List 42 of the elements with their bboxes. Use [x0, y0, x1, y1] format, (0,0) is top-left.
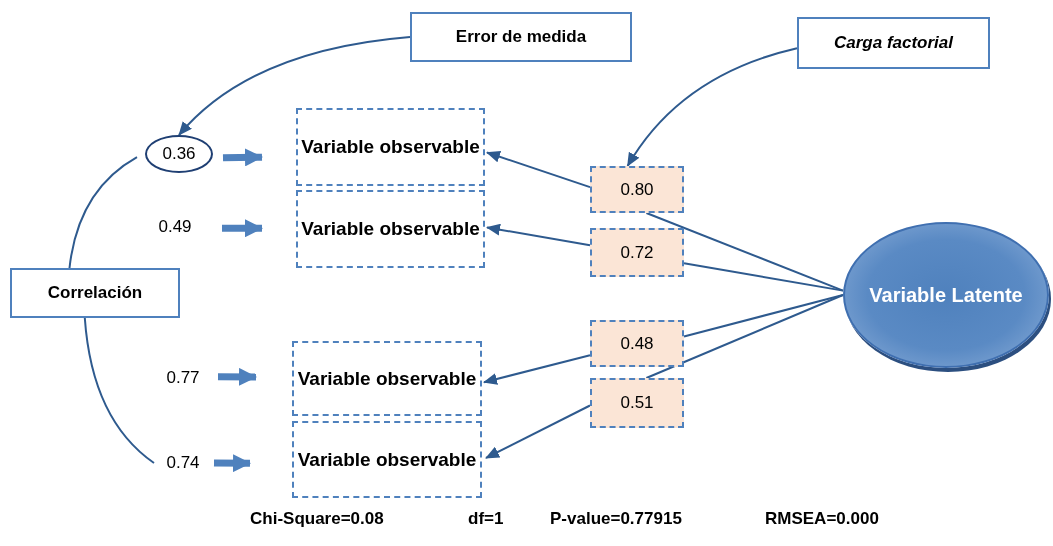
note-box	[797, 17, 990, 69]
node-label: 0.36	[162, 144, 196, 164]
arrow	[178, 36, 411, 136]
node-label: Variable Latente	[869, 283, 1023, 308]
node-label: Carga factorial	[833, 33, 953, 53]
loading-box	[590, 166, 684, 213]
observed-variable-box	[296, 108, 485, 186]
connector-line	[683, 262, 844, 292]
node-label: Variable observable	[297, 366, 477, 391]
connector-line	[645, 294, 844, 379]
fit-statistic: P-value=0.77915	[550, 509, 682, 529]
arrow	[626, 47, 798, 167]
fit-statistic: RMSEA=0.000	[765, 509, 879, 529]
connector-line	[68, 156, 138, 269]
loading-box	[590, 228, 684, 277]
node-label: Variable observable	[301, 135, 480, 160]
arrow	[485, 404, 591, 459]
note-box	[410, 12, 632, 62]
node-label: 0.48	[620, 333, 654, 354]
observed-variable-box	[292, 421, 482, 498]
node-label: Variable observable	[301, 217, 480, 242]
node-label: Error de medida	[455, 27, 587, 47]
fit-statistic: Chi-Square=0.08	[250, 509, 384, 529]
arrow	[486, 223, 591, 247]
node-label: 0.80	[620, 179, 654, 200]
arrow	[486, 150, 591, 189]
node-label: 0.51	[620, 393, 654, 413]
note-box	[10, 268, 180, 318]
node-label: Correlación	[47, 283, 143, 303]
arrow	[483, 354, 591, 385]
node-label: 0.72	[620, 242, 654, 263]
loading-box	[590, 378, 684, 428]
loading-box	[590, 320, 684, 367]
observed-variable-box	[292, 341, 482, 416]
node-label: Variable observable	[297, 447, 477, 472]
connector-line	[683, 294, 844, 338]
connector-line	[83, 317, 155, 464]
block-arrow	[217, 367, 257, 386]
block-arrow	[213, 454, 251, 473]
fit-statistic: df=1	[468, 509, 504, 529]
block-arrow	[222, 148, 263, 167]
observed-variable-box	[296, 190, 485, 268]
